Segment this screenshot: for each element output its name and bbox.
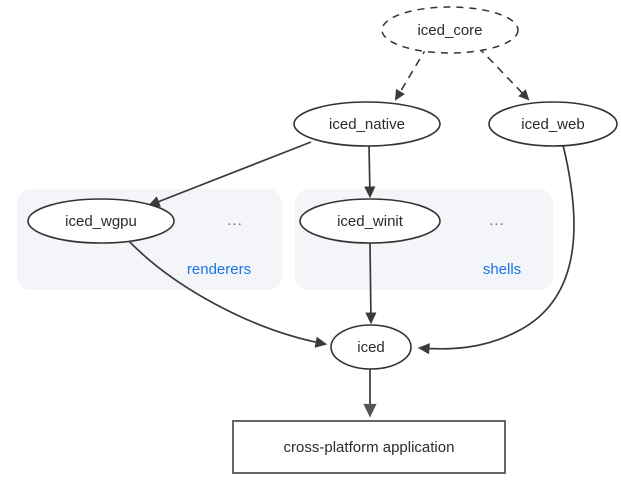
node-iced-winit-shape xyxy=(299,198,441,244)
node-iced-native-shape xyxy=(293,101,441,147)
edge-native-to-winit xyxy=(364,145,376,199)
node-iced-core-shape xyxy=(381,6,519,54)
node-iced-wgpu[interactable]: iced_wgpu xyxy=(27,198,175,244)
edge-core-to-web xyxy=(477,46,530,101)
edge-winit-to-iced xyxy=(365,242,377,325)
edge-wgpu-to-iced xyxy=(125,237,328,348)
node-application-shape xyxy=(232,420,506,474)
node-iced-web-shape xyxy=(488,101,618,147)
edge-core-to-native xyxy=(394,46,428,101)
node-iced-winit-label: iced_winit xyxy=(337,213,404,230)
node-iced-winit[interactable]: iced_winit xyxy=(299,198,441,244)
node-iced-web-label: iced_web xyxy=(521,116,584,133)
node-application-label: cross-platform application xyxy=(284,439,455,456)
edge-native-to-wgpu xyxy=(147,141,312,207)
renderers-ellipsis: ... xyxy=(227,212,243,229)
node-iced-wgpu-shape xyxy=(27,198,175,244)
shells-ellipsis: ... xyxy=(489,212,505,229)
node-application[interactable]: cross-platform application xyxy=(232,420,506,474)
node-iced-native[interactable]: iced_native xyxy=(293,101,441,147)
group-label-renderers: renderers xyxy=(187,261,251,278)
node-iced-core-label: iced_core xyxy=(417,22,482,39)
group-label-shells: shells xyxy=(483,261,521,278)
node-iced-web[interactable]: iced_web xyxy=(488,101,618,147)
edge-web-to-iced xyxy=(417,144,575,355)
node-iced-core[interactable]: iced_core xyxy=(381,6,519,54)
node-iced-native-label: iced_native xyxy=(329,116,405,133)
node-iced-wgpu-label: iced_wgpu xyxy=(65,213,137,230)
node-iced-shape xyxy=(330,324,412,370)
node-iced[interactable]: iced xyxy=(330,324,412,370)
node-iced-label: iced xyxy=(357,339,385,356)
